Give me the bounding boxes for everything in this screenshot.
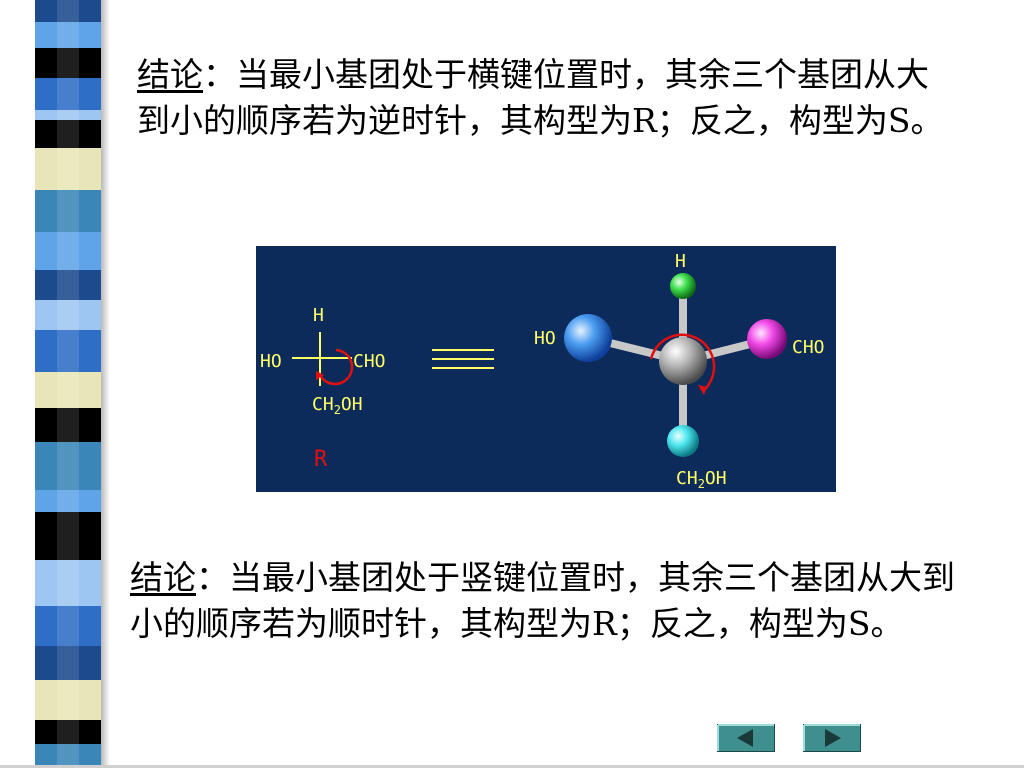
fischer-right-label: CHO <box>353 351 386 372</box>
conclusion-paragraph-1: 结论：当最小基团处于横键位置时，其余三个基团从大到小的顺序若为逆时针，其构型为R… <box>137 52 947 144</box>
fischer-configuration-label: R <box>314 447 328 472</box>
model-bottom-label: CH2OH <box>676 468 727 491</box>
decorative-strip <box>35 0 101 768</box>
carbon-atom <box>659 337 707 385</box>
counterclockwise-arrowhead <box>316 371 324 380</box>
triangle-left-icon <box>737 729 753 747</box>
strip-shadow <box>101 0 110 768</box>
triangle-right-icon <box>825 729 841 747</box>
conclusion-keyword: 结论 <box>130 558 196 597</box>
next-slide-button[interactable] <box>803 724 861 752</box>
hydroxyl-atom <box>564 314 612 362</box>
bottom-border <box>0 765 1024 768</box>
clockwise-arrowhead <box>698 385 707 395</box>
fischer-bottom-label: CH2OH <box>312 394 363 417</box>
ch2oh-group-atom <box>667 425 699 457</box>
conclusion-text: ：当最小基团处于横键位置时，其余三个基团从大到小的顺序若为逆时针，其构型为R；反… <box>137 55 944 140</box>
conclusion-text: ：当最小基团处于竖键位置时，其余三个基团从大到小的顺序若为顺时针，其构型为R；反… <box>130 558 955 643</box>
conclusion-keyword: 结论 <box>137 55 203 94</box>
conclusion-paragraph-2: 结论：当最小基团处于竖键位置时，其余三个基团从大到小的顺序若为顺时针，其构型为R… <box>130 555 975 647</box>
counterclockwise-arrow <box>318 348 354 386</box>
ball-and-stick-model <box>564 273 787 457</box>
aldehyde-atom <box>747 319 787 359</box>
clockwise-arrow <box>649 333 716 391</box>
equivalence-sign <box>432 349 494 369</box>
stereochemistry-diagram: H HO CHO CH2OH R H HO CHO CH2OH <box>256 246 836 492</box>
panel-background <box>256 246 836 492</box>
fischer-left-label: HO <box>260 351 282 372</box>
fischer-projection: H HO CHO CH2OH R <box>260 305 386 472</box>
hydrogen-atom <box>670 273 696 299</box>
previous-slide-button[interactable] <box>717 724 775 752</box>
fischer-top-label: H <box>313 305 324 326</box>
model-top-label: H <box>675 251 686 272</box>
model-right-label: CHO <box>792 337 825 358</box>
model-left-label: HO <box>534 328 556 349</box>
